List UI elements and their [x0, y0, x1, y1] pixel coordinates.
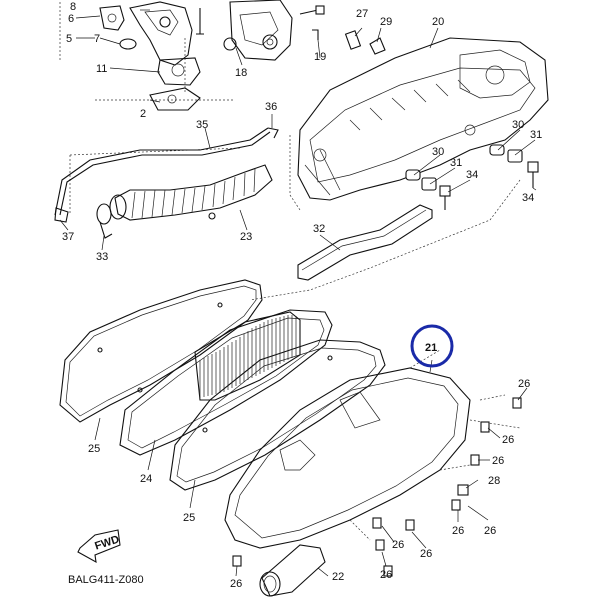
fwd-arrow-icon: FWD	[77, 529, 121, 564]
parts-27-29	[344, 30, 386, 55]
snorkel-22	[259, 544, 326, 597]
part-label-34a: 34	[466, 169, 478, 181]
part-label-26c: 26	[492, 455, 504, 467]
part-label-30a: 30	[512, 119, 524, 131]
part-label-20: 20	[432, 16, 444, 28]
part-label-8: 8	[70, 1, 76, 13]
highlight-circle	[410, 324, 454, 368]
part-label-29: 29	[380, 16, 392, 28]
part-labels: 8 6 5 7 11 2 18 19 27 29 20 36 35 30 31 …	[62, 1, 542, 590]
part-label-36: 36	[265, 101, 277, 113]
part-label-27: 27	[356, 8, 368, 20]
part-label-31b: 31	[450, 157, 462, 169]
bolts-center	[405, 169, 451, 210]
part-label-6: 6	[68, 13, 74, 25]
part-label-26d: 26	[452, 525, 464, 537]
part-label-26e: 26	[484, 525, 496, 537]
part-label-24: 24	[140, 473, 152, 485]
part-label-33: 33	[96, 251, 108, 263]
bolts-right	[489, 144, 539, 188]
part-label-26a: 26	[518, 378, 530, 390]
throttle-sensor-group	[59, 0, 325, 111]
air-cleaner-case	[297, 37, 549, 201]
part-label-25a: 25	[88, 443, 100, 455]
part-label-32: 32	[313, 223, 325, 235]
part-label-31a: 31	[530, 129, 542, 141]
part-label-28: 28	[488, 475, 500, 487]
seal-32	[297, 204, 433, 281]
part-label-21: 21	[425, 342, 437, 354]
part-label-19: 19	[314, 51, 326, 63]
part-label-26g: 26	[420, 548, 432, 560]
gasket-25-bottom	[169, 339, 386, 491]
gasket-25-left	[59, 279, 263, 423]
part-label-26b: 26	[502, 434, 514, 446]
part-label-7: 7	[94, 33, 100, 45]
part-label-22: 22	[332, 571, 344, 583]
cover-21	[224, 349, 522, 577]
part-label-18: 18	[235, 67, 247, 79]
part-label-26h: 26	[380, 569, 392, 581]
part-label-26i: 26	[230, 578, 242, 590]
part-label-26f: 26	[392, 539, 404, 551]
drawing-code: BALG411-Z080	[68, 574, 144, 586]
part-label-11: 11	[96, 63, 107, 75]
part-label-30b: 30	[432, 146, 444, 158]
intake-joint	[109, 164, 273, 221]
part-label-35: 35	[196, 119, 208, 131]
part-label-37: 37	[62, 231, 74, 243]
part-label-34b: 34	[522, 192, 534, 204]
part-label-5: 5	[66, 33, 72, 45]
leader-lines	[59, 9, 537, 577]
part-label-23: 23	[240, 231, 252, 243]
part-label-2: 2	[140, 108, 146, 120]
part-label-25b: 25	[183, 512, 195, 524]
